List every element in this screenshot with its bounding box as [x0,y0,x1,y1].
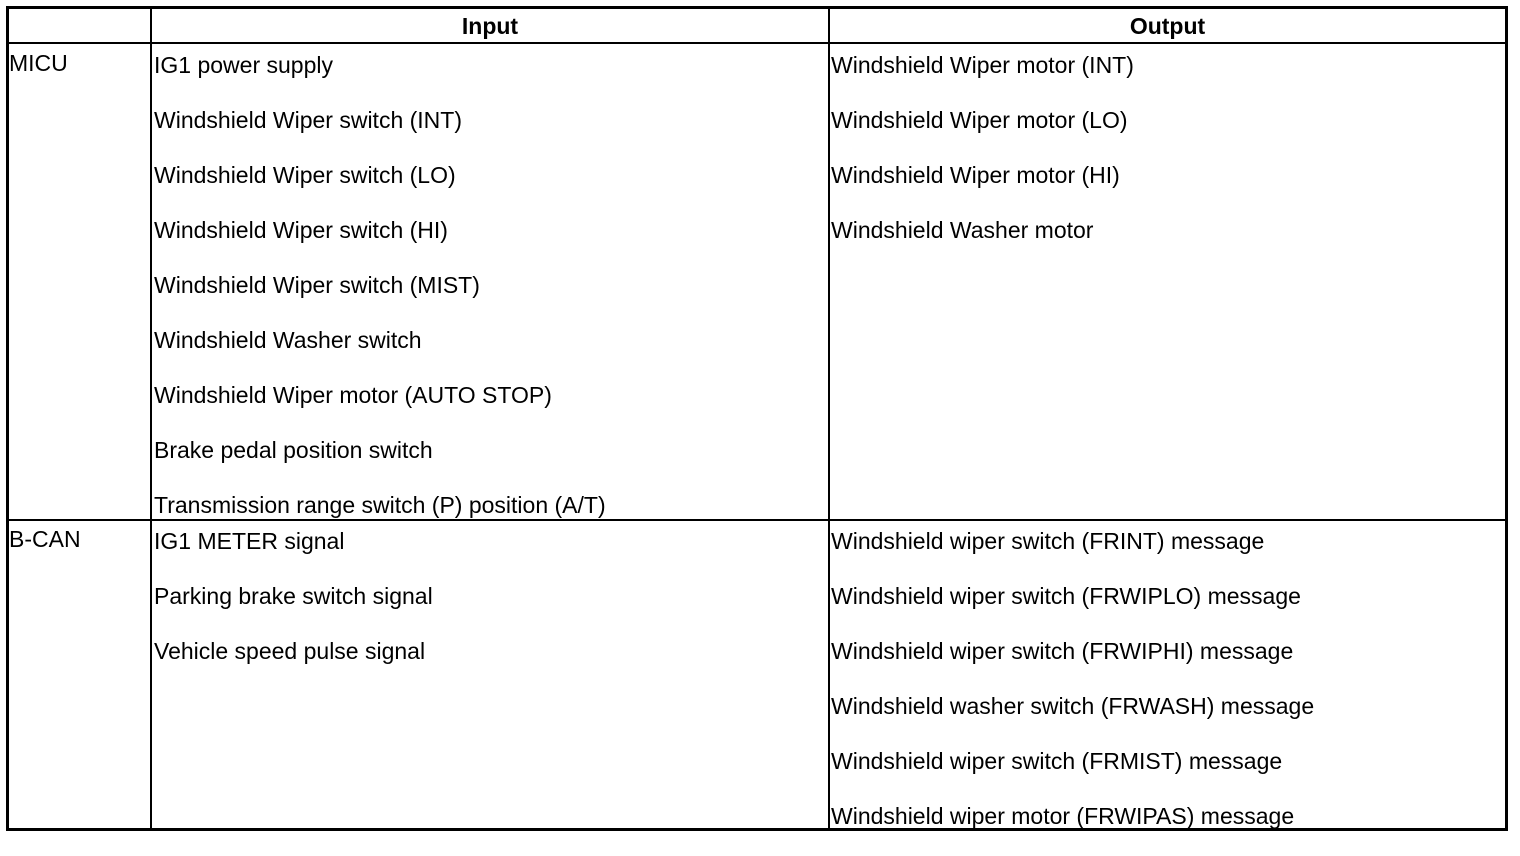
header-output: Output [1129,13,1206,39]
micu-outputs: Windshield Wiper motor (INT) Windshield … [831,50,1134,270]
list-item: Windshield Wiper motor (HI) [831,162,1120,188]
column-divider [150,9,152,828]
list-item: Windshield Wiper motor (LO) [831,107,1128,133]
row-divider [9,42,1505,44]
list-item: Windshield Wiper motor (AUTO STOP) [154,382,552,408]
list-item: Windshield Wiper switch (LO) [154,162,456,188]
list-item: Windshield wiper switch (FRMIST) message [831,748,1283,774]
list-item: Parking brake switch signal [154,583,433,609]
row-label-bcan: B-CAN [9,526,81,552]
list-item: IG1 power supply [154,52,333,78]
column-divider [828,9,830,828]
list-item: IG1 METER signal [154,528,345,554]
list-item: Windshield wiper switch (FRWIPHI) messag… [831,638,1294,664]
header-blank [9,9,150,43]
list-item: Windshield Washer switch [154,327,422,353]
list-item: Windshield wiper switch (FRINT) message [831,528,1265,554]
list-item: Windshield Wiper switch (MIST) [154,272,480,298]
list-item: Windshield washer switch (FRWASH) messag… [831,693,1315,719]
row-divider [9,519,1505,521]
header-input: Input [461,13,519,39]
bcan-inputs: IG1 METER signal Parking brake switch si… [154,526,433,691]
row-label-micu: MICU [9,50,68,76]
list-item: Windshield Wiper switch (INT) [154,107,462,133]
list-item: Brake pedal position switch [154,437,433,463]
list-item: Transmission range switch (P) position (… [154,492,606,518]
list-item: Windshield Wiper switch (HI) [154,217,448,243]
micu-inputs: IG1 power supply Windshield Wiper switch… [154,50,606,545]
list-item: Windshield Washer motor [831,217,1094,243]
list-item: Windshield wiper switch (FRWIPLO) messag… [831,583,1301,609]
list-item: Vehicle speed pulse signal [154,638,426,664]
bcan-outputs: Windshield wiper switch (FRINT) message … [831,526,1314,856]
io-table: Input Output MICU IG1 power supply Winds… [6,6,1508,831]
list-item: Windshield wiper motor (FRWIPAS) message [831,803,1295,829]
list-item: Windshield Wiper motor (INT) [831,52,1134,78]
